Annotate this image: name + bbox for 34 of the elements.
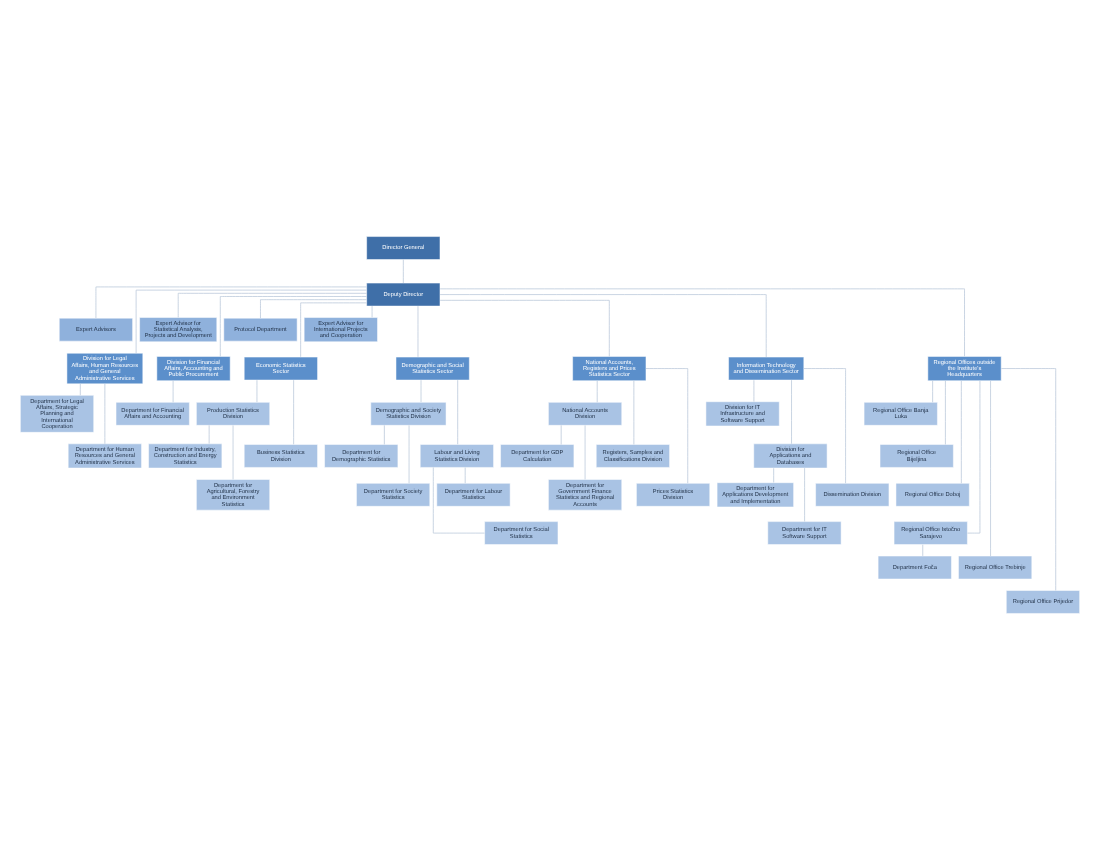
connector	[464, 467, 466, 484]
connector	[1000, 368, 1057, 591]
connector	[383, 424, 385, 445]
connector	[439, 288, 965, 357]
connector	[104, 383, 106, 445]
connector	[300, 302, 367, 358]
connector	[960, 380, 962, 484]
connector	[95, 286, 367, 319]
connector	[804, 467, 805, 522]
connector	[177, 292, 368, 318]
connector	[439, 294, 767, 358]
connector	[753, 379, 755, 402]
connector	[633, 380, 635, 445]
connector	[439, 299, 610, 357]
connector	[432, 467, 485, 534]
connector	[773, 467, 775, 483]
connector	[457, 379, 459, 445]
connector	[945, 380, 946, 445]
connector	[260, 299, 367, 319]
connector	[172, 380, 174, 403]
connector	[922, 544, 924, 557]
connector	[645, 368, 689, 484]
connector	[208, 424, 210, 444]
connector	[219, 296, 367, 357]
connector	[791, 379, 792, 445]
connector	[560, 424, 562, 445]
connector	[967, 380, 981, 534]
connector	[803, 368, 846, 484]
connector	[402, 259, 404, 284]
connector	[990, 380, 991, 557]
connector	[293, 379, 294, 445]
connector	[79, 383, 81, 396]
connector	[596, 380, 598, 403]
connector	[932, 380, 934, 403]
